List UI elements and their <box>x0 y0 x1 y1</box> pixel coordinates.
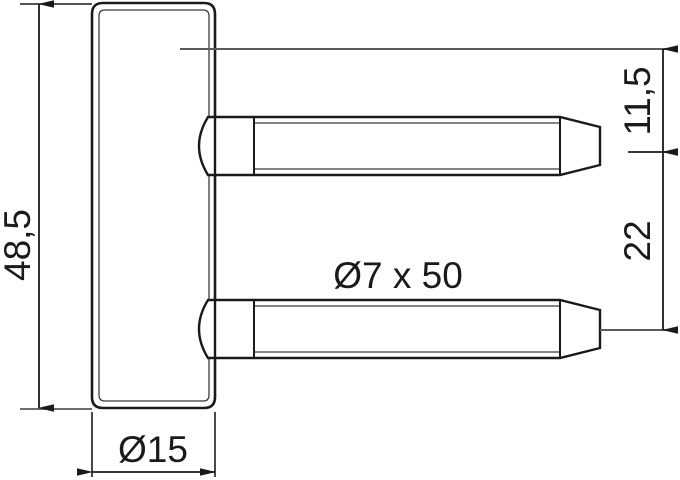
plate-inner-edge <box>98 9 210 402</box>
plate-outline <box>90 1 217 410</box>
dimension-top-to-upper-pin: 11,5 <box>617 45 678 156</box>
upper-pin-round-cap <box>197 115 215 177</box>
upper-pin-body <box>213 115 602 177</box>
dimension-label-11-5: 11,5 <box>617 66 658 135</box>
mounting-plate <box>90 1 217 410</box>
dimension-label-d15: Ø15 <box>118 429 188 470</box>
dimension-label-22: 22 <box>617 220 658 261</box>
lower-pin-round-cap <box>197 298 215 360</box>
dimension-plate-diameter: Ø15 <box>77 429 216 476</box>
dimension-pin-spacing: 22 <box>617 148 678 334</box>
callout-pin-spec: Ø7 x 50 <box>333 255 463 296</box>
lower-pin <box>197 298 602 360</box>
dimension-label-48-5: 48,5 <box>0 209 38 281</box>
lower-pin-body <box>213 298 602 360</box>
upper-pin <box>197 115 602 177</box>
dimension-plate-height: 48,5 <box>0 0 54 412</box>
